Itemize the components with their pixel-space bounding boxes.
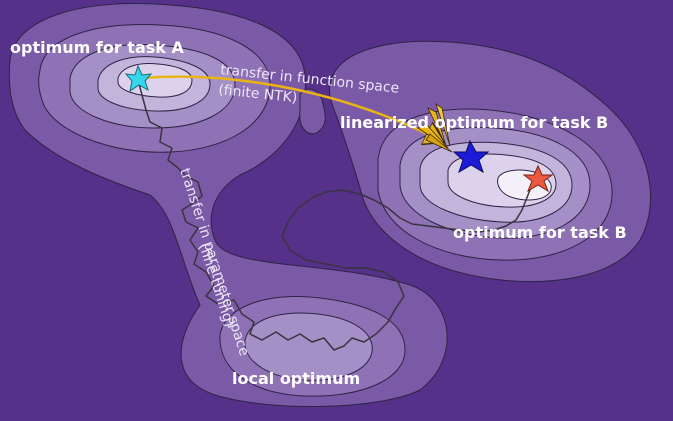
basin-task-b [329,40,651,283]
fine-tuning-path [137,79,535,351]
star-linearized-optimum-icon [452,139,490,174]
function-space-arrow [139,75,440,140]
basin-a-contour-5 [117,63,193,98]
label-local-optimum: local optimum [232,369,360,388]
landscape-finger [299,88,326,135]
label-optimum-task-b: optimum for task B [453,223,627,242]
label-optimum-task-a: optimum for task A [10,38,184,57]
local-contour-3 [244,312,373,381]
star-task-b-icon [522,164,554,193]
label-linearized-optimum-b: linearized optimum for task B [340,113,608,132]
basin-local-optimum [219,296,406,397]
star-task-a-icon [124,64,153,93]
arrow-burst [417,103,453,153]
